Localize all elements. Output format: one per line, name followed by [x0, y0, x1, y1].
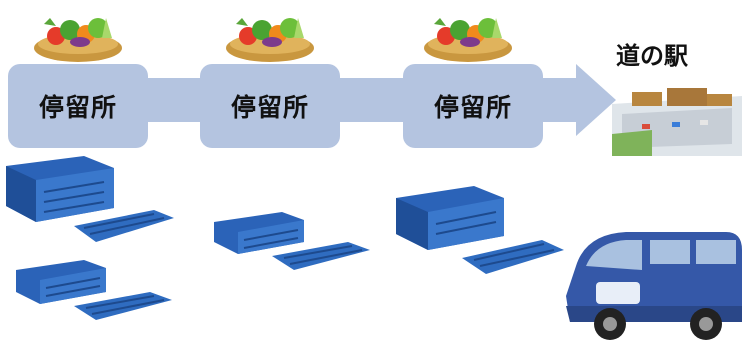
destination-label: 道の駅	[616, 42, 688, 70]
vegetable-basket-icon	[28, 8, 128, 64]
vegetable-basket-icon	[220, 8, 320, 64]
delivery-van-icon	[556, 226, 744, 343]
folding-crate-icon	[212, 208, 372, 272]
route-arrow-head	[576, 64, 616, 136]
roadside-station-icon	[612, 74, 742, 156]
vegetable-basket-icon	[418, 8, 518, 64]
folding-crate-icon	[14, 256, 174, 322]
bus-stop-box: 停留所	[403, 64, 543, 148]
folding-crate-icon	[4, 152, 176, 244]
bus-stop-box: 停留所	[200, 64, 340, 148]
bus-stop-box: 停留所	[8, 64, 148, 148]
folding-crate-icon	[394, 182, 566, 276]
bus-stop-label: 停留所	[38, 93, 117, 122]
bus-stop-label: 停留所	[230, 93, 309, 122]
bus-stop-label: 停留所	[433, 93, 512, 122]
